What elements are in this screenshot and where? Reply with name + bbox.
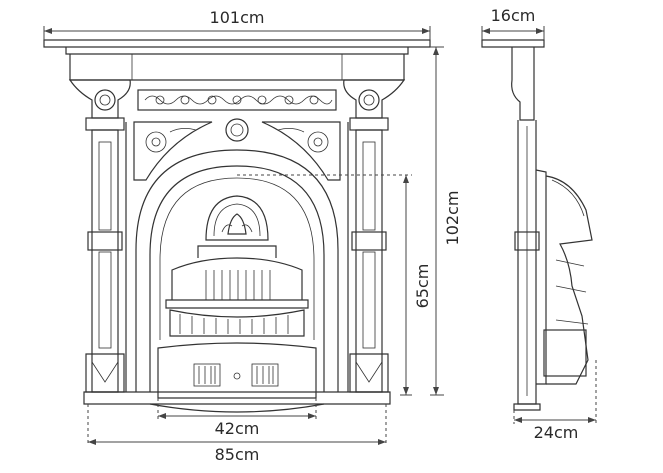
ashpan-vent-left [193, 363, 221, 387]
left-capital [85, 117, 125, 131]
fleur-ornament [227, 213, 247, 235]
side-register [535, 169, 547, 385]
grate-bars [205, 270, 271, 300]
left-pilaster [85, 129, 125, 393]
overall-width-label: 101cm [210, 8, 265, 27]
side-corbel [511, 47, 535, 121]
side-grate-profile [545, 175, 593, 385]
grate-rail [165, 299, 309, 309]
ashpan-knob [233, 372, 241, 380]
right-spandrel [261, 121, 341, 181]
left-corbel-rosette [94, 89, 116, 111]
ornament-band-pattern [144, 95, 333, 105]
side-base [513, 403, 541, 411]
right-corbel-rosette [358, 89, 380, 111]
depth-label: 16cm [491, 6, 536, 25]
overall-height-label: 102cm [443, 191, 462, 246]
grate-depth-label: 24cm [534, 423, 579, 442]
mantel-under [65, 47, 409, 55]
ashpan-front [157, 342, 317, 399]
side-ashpan [543, 329, 587, 377]
grate-top [197, 245, 277, 258]
ashpan-vent-right [251, 363, 279, 387]
grate-width-label: 42cm [215, 419, 260, 438]
base-plinth [83, 391, 391, 405]
front-elevation [43, 39, 431, 413]
grate-basket [169, 309, 305, 337]
right-capital [349, 117, 389, 131]
side-elevation [481, 39, 593, 411]
mantel-shelf [43, 39, 431, 48]
side-band [514, 231, 540, 251]
arch-inner [149, 165, 325, 392]
side-mantel [481, 39, 545, 48]
grate-canopy [171, 257, 303, 300]
base-width-label: 85cm [215, 445, 260, 464]
left-spandrel [133, 121, 213, 181]
hearth-curve [149, 403, 325, 413]
fireback-hood [205, 195, 269, 241]
ornament-band [137, 89, 337, 111]
arch-outer [135, 149, 339, 392]
frieze [69, 54, 405, 81]
center-medallion [225, 118, 249, 142]
dimensions: 101cm 16cm 102cm 65cm 42cm 85cm [43, 6, 597, 464]
right-pilaster [349, 129, 389, 393]
opening-height-label: 65cm [413, 264, 432, 309]
